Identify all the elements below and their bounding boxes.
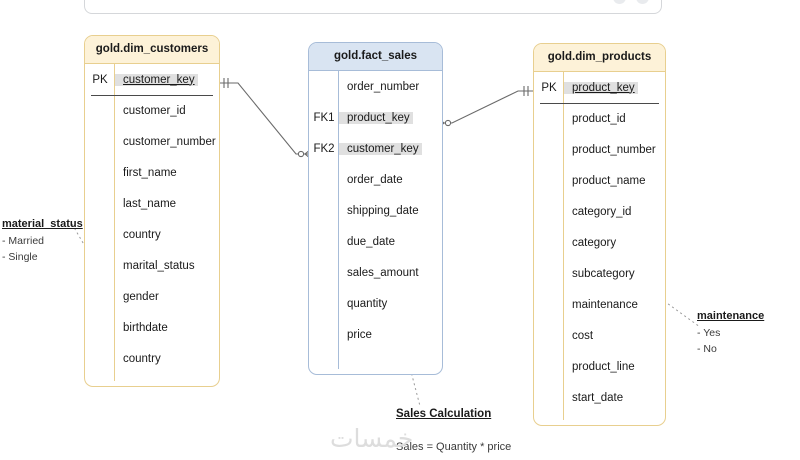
annotation-maintenance: maintenance - Yes - No bbox=[697, 308, 764, 358]
field-name: customer_id bbox=[123, 104, 186, 117]
field-name: product_key bbox=[339, 111, 413, 124]
field-row-product-id[interactable]: product_id bbox=[534, 103, 665, 134]
entity-fields-dim-customers: PK customer_key customer_id customer_num… bbox=[85, 64, 219, 386]
annotation-sales-calculation: Sales Calculation Sales = Quantity * pri… bbox=[396, 408, 511, 453]
field-row-order-number[interactable]: order_number bbox=[309, 71, 442, 102]
toolbar-dot-icon bbox=[636, 0, 649, 4]
field-name: marital_status bbox=[123, 259, 195, 272]
field-row-order-date[interactable]: order_date bbox=[309, 164, 442, 195]
field-row-product-line[interactable]: product_line bbox=[534, 351, 665, 382]
key-marker: PK bbox=[541, 81, 557, 94]
field-row-country-2[interactable]: country bbox=[85, 343, 219, 374]
field-row-gender[interactable]: gender bbox=[85, 281, 219, 312]
field-row-sales-amount[interactable]: sales_amount bbox=[309, 257, 442, 288]
relationship-customers-to-sales bbox=[219, 78, 312, 160]
field-row-quantity[interactable]: quantity bbox=[309, 288, 442, 319]
field-name: order_number bbox=[347, 80, 420, 93]
annotation-value: - Yes bbox=[697, 327, 721, 340]
field-row-customer-key[interactable]: FK2 customer_key bbox=[309, 133, 442, 164]
field-name: gender bbox=[123, 290, 159, 303]
field-name: start_date bbox=[572, 391, 624, 404]
field-name: last_name bbox=[123, 197, 177, 210]
field-name: customer_key bbox=[339, 142, 422, 155]
annotation-title: maintenance bbox=[697, 310, 765, 322]
field-name: order_date bbox=[347, 173, 403, 186]
entity-table-fact-sales[interactable]: gold.fact_sales order_number FK1 product… bbox=[308, 42, 443, 375]
field-row-maintenance[interactable]: maintenance bbox=[534, 289, 665, 320]
field-row-product-name[interactable]: product_name bbox=[534, 165, 665, 196]
field-name: shipping_date bbox=[347, 204, 419, 217]
entity-title-dim-products: gold.dim_products bbox=[534, 44, 665, 72]
relationship-products-to-sales bbox=[437, 86, 533, 129]
field-name: product_id bbox=[572, 112, 626, 125]
field-name: product_number bbox=[572, 143, 656, 156]
field-name: country bbox=[123, 228, 161, 241]
entity-table-dim-customers[interactable]: gold.dim_customers PK customer_key custo… bbox=[84, 35, 220, 387]
field-row-cost[interactable]: cost bbox=[534, 320, 665, 351]
annotation-value: - Single bbox=[2, 251, 38, 264]
field-name: product_name bbox=[572, 174, 646, 187]
field-row-due-date[interactable]: due_date bbox=[309, 226, 442, 257]
watermark-text: خمسات bbox=[330, 424, 414, 453]
field-name: price bbox=[347, 328, 372, 341]
field-row-country[interactable]: country bbox=[85, 219, 219, 250]
field-row-product-key[interactable]: FK1 product_key bbox=[309, 102, 442, 133]
entity-table-dim-products[interactable]: gold.dim_products PK product_key product… bbox=[533, 43, 666, 426]
field-row-customer-key[interactable]: PK customer_key bbox=[85, 64, 219, 95]
field-name: birthdate bbox=[123, 321, 168, 334]
field-row-price[interactable]: price bbox=[309, 319, 442, 350]
field-row-category-id[interactable]: category_id bbox=[534, 196, 665, 227]
entity-title-fact-sales: gold.fact_sales bbox=[309, 43, 442, 71]
field-row-customer-number[interactable]: customer_number bbox=[85, 126, 219, 157]
field-name: product_line bbox=[572, 360, 635, 373]
annotation-title: material_status bbox=[2, 218, 83, 230]
field-row-first-name[interactable]: first_name bbox=[85, 157, 219, 188]
annotation-title: Sales Calculation bbox=[396, 408, 492, 420]
annotation-marital-status: material_status - Married - Single bbox=[2, 216, 83, 266]
field-row-subcategory[interactable]: subcategory bbox=[534, 258, 665, 289]
entity-fields-fact-sales: order_number FK1 product_key FK2 custome… bbox=[309, 71, 442, 374]
field-name: sales_amount bbox=[347, 266, 419, 279]
toolbar-dot-icon bbox=[613, 0, 626, 4]
field-name: cost bbox=[572, 329, 594, 342]
entity-title-dim-customers: gold.dim_customers bbox=[85, 36, 219, 64]
app-toolbar-strip bbox=[84, 0, 662, 14]
entity-fields-dim-products: PK product_key product_id product_number… bbox=[534, 72, 665, 425]
field-row-category[interactable]: category bbox=[534, 227, 665, 258]
field-row-start-date[interactable]: start_date bbox=[534, 382, 665, 413]
field-name: country bbox=[123, 352, 161, 365]
key-marker: FK2 bbox=[313, 142, 335, 155]
field-name: due_date bbox=[347, 235, 395, 248]
field-row-product-number[interactable]: product_number bbox=[534, 134, 665, 165]
field-name: first_name bbox=[123, 166, 177, 179]
field-row-marital-status[interactable]: marital_status bbox=[85, 250, 219, 281]
field-name: product_key bbox=[564, 81, 638, 94]
key-marker: PK bbox=[92, 73, 108, 86]
field-name: category_id bbox=[572, 205, 632, 218]
field-row-shipping-date[interactable]: shipping_date bbox=[309, 195, 442, 226]
leader-line-maintenance bbox=[659, 297, 701, 328]
key-marker: FK1 bbox=[313, 111, 335, 124]
annotation-value: - No bbox=[697, 343, 717, 356]
annotation-value: - Married bbox=[2, 235, 45, 248]
field-name: category bbox=[572, 236, 617, 249]
field-row-customer-id[interactable]: customer_id bbox=[85, 95, 219, 126]
field-name: maintenance bbox=[572, 298, 638, 311]
annotation-formula: Sales = Quantity * price bbox=[396, 441, 512, 453]
field-name: quantity bbox=[347, 297, 388, 310]
field-name: subcategory bbox=[572, 267, 635, 280]
field-row-birthdate[interactable]: birthdate bbox=[85, 312, 219, 343]
field-name: customer_number bbox=[123, 135, 216, 148]
field-row-product-key[interactable]: PK product_key bbox=[534, 72, 665, 103]
field-name: customer_key bbox=[115, 73, 198, 86]
field-row-last-name[interactable]: last_name bbox=[85, 188, 219, 219]
